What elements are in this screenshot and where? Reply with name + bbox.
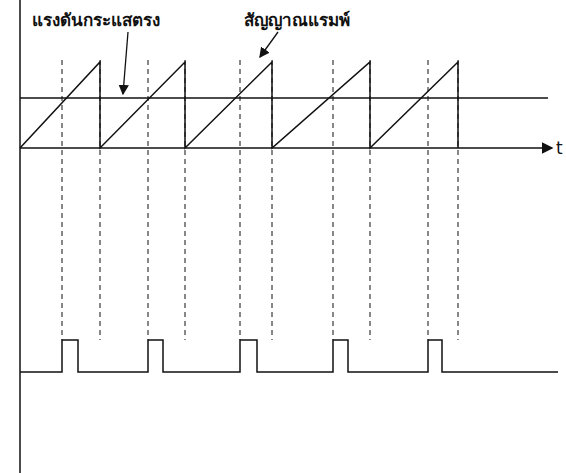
pwm-pulse-train: [20, 340, 558, 372]
callout-arrow: [123, 32, 128, 94]
callout-arrow: [260, 32, 278, 57]
dc-voltage-label: แรงดันกระแสตรง: [32, 6, 160, 33]
ramp-signal: [20, 62, 458, 148]
dashed-guides: [62, 60, 458, 340]
dc-level-line: [20, 97, 548, 99]
ramp-signal-label: สัญญาณแรมพ์: [244, 6, 350, 33]
vertical-axis: [19, 0, 21, 473]
time-axis-label: t: [556, 138, 563, 158]
